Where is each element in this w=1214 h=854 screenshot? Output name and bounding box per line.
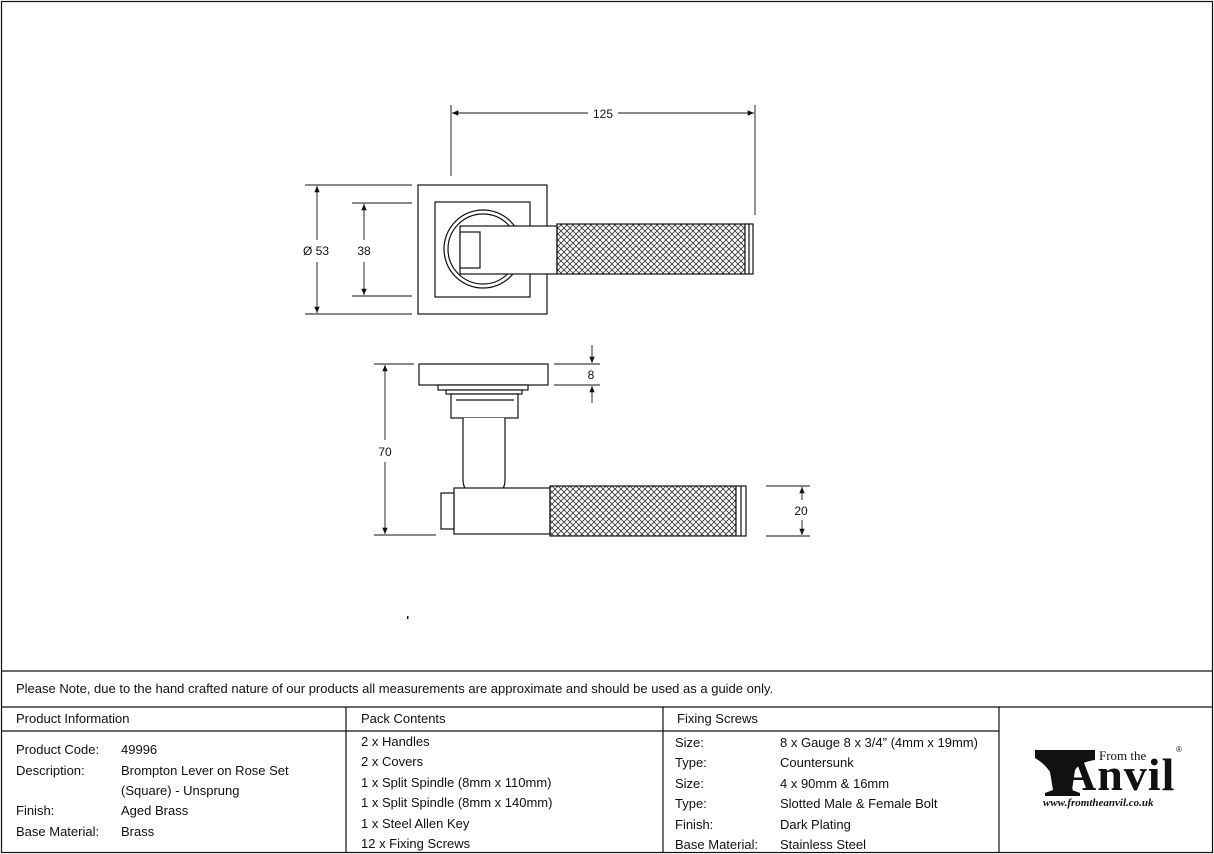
list-item: 2 x Handles — [361, 734, 430, 749]
finish-label: Finish: — [16, 803, 55, 818]
fixing-screws-header: Fixing Screws — [677, 711, 758, 726]
list-item: 1 x Split Spindle (8mm x 140mm) — [361, 795, 553, 810]
logo-brand-name: Anvil — [1063, 749, 1176, 800]
registered-mark: ® — [1176, 745, 1182, 754]
side-view — [418, 363, 747, 537]
screw-base-material-value: Stainless Steel — [780, 837, 866, 852]
screw-type-label: Type: — [675, 755, 707, 770]
product-information-header: Product Information — [16, 711, 130, 726]
lever-body — [453, 487, 551, 535]
lever-stub — [440, 492, 455, 530]
description-value-line2: (Square) - Unsprung — [121, 783, 240, 798]
top-dimensions — [305, 105, 756, 315]
dim-20-label: 20 — [794, 504, 808, 518]
bolt-type-value: Slotted Male & Female Bolt — [780, 796, 938, 811]
description-label: Description: — [16, 763, 85, 778]
disclaimer-note: Please Note, due to the hand crafted nat… — [16, 681, 774, 696]
pack-contents-header: Pack Contents — [361, 711, 446, 726]
side-dimensions — [374, 345, 810, 537]
screw-size-label: Size: — [675, 735, 704, 750]
finish-value: Aged Brass — [121, 803, 189, 818]
logo-from-the: From the — [1099, 748, 1147, 763]
rose-step-2 — [445, 389, 523, 395]
knurled-grip — [556, 223, 746, 275]
rose-plate — [418, 363, 549, 386]
base-material-value: Brass — [121, 824, 155, 839]
anvil-icon — [1035, 750, 1095, 796]
screw-finish-value: Dark Plating — [780, 817, 851, 832]
bolt-size-label: Size: — [675, 776, 704, 791]
base-material-label: Base Material: — [16, 824, 100, 839]
rose-step-1 — [437, 384, 529, 391]
bolt-size-value: 4 x 90mm & 16mm — [780, 776, 890, 791]
bolt-type-label: Type: — [675, 796, 707, 811]
stray-mark — [407, 616, 409, 619]
logo-url: www.fromtheanvil.co.uk — [1043, 797, 1154, 809]
info-table-grid — [1, 670, 1213, 853]
dim-125-label: 125 — [593, 107, 613, 121]
screw-base-material-label: Base Material: — [675, 837, 759, 852]
dim-38-label: 38 — [357, 244, 371, 258]
description-value: Brompton Lever on Rose Set — [121, 763, 289, 778]
rose-collar — [450, 393, 519, 419]
screw-finish-label: Finish: — [675, 817, 714, 832]
lever-boss — [459, 231, 481, 269]
top-view — [417, 184, 754, 315]
lever-stem — [462, 418, 506, 497]
list-item: 2 x Covers — [361, 754, 424, 769]
screw-type-value: Countersunk — [780, 755, 854, 770]
dim-70-label: 70 — [378, 445, 392, 459]
list-item: 1 x Steel Allen Key — [361, 816, 470, 831]
list-item: 12 x Fixing Screws — [361, 836, 471, 851]
side-knurled-grip — [549, 485, 737, 537]
product-code-value: 49996 — [121, 742, 158, 757]
product-code-label: Product Code: — [16, 742, 100, 757]
list-item: 1 x Split Spindle (8mm x 110mm) — [361, 775, 552, 790]
dim-8-label: 8 — [588, 368, 595, 382]
dim-diameter-label: Ø 53 — [303, 244, 329, 258]
screw-size-value: 8 x Gauge 8 x 3/4” (4mm x 19mm) — [780, 735, 978, 750]
